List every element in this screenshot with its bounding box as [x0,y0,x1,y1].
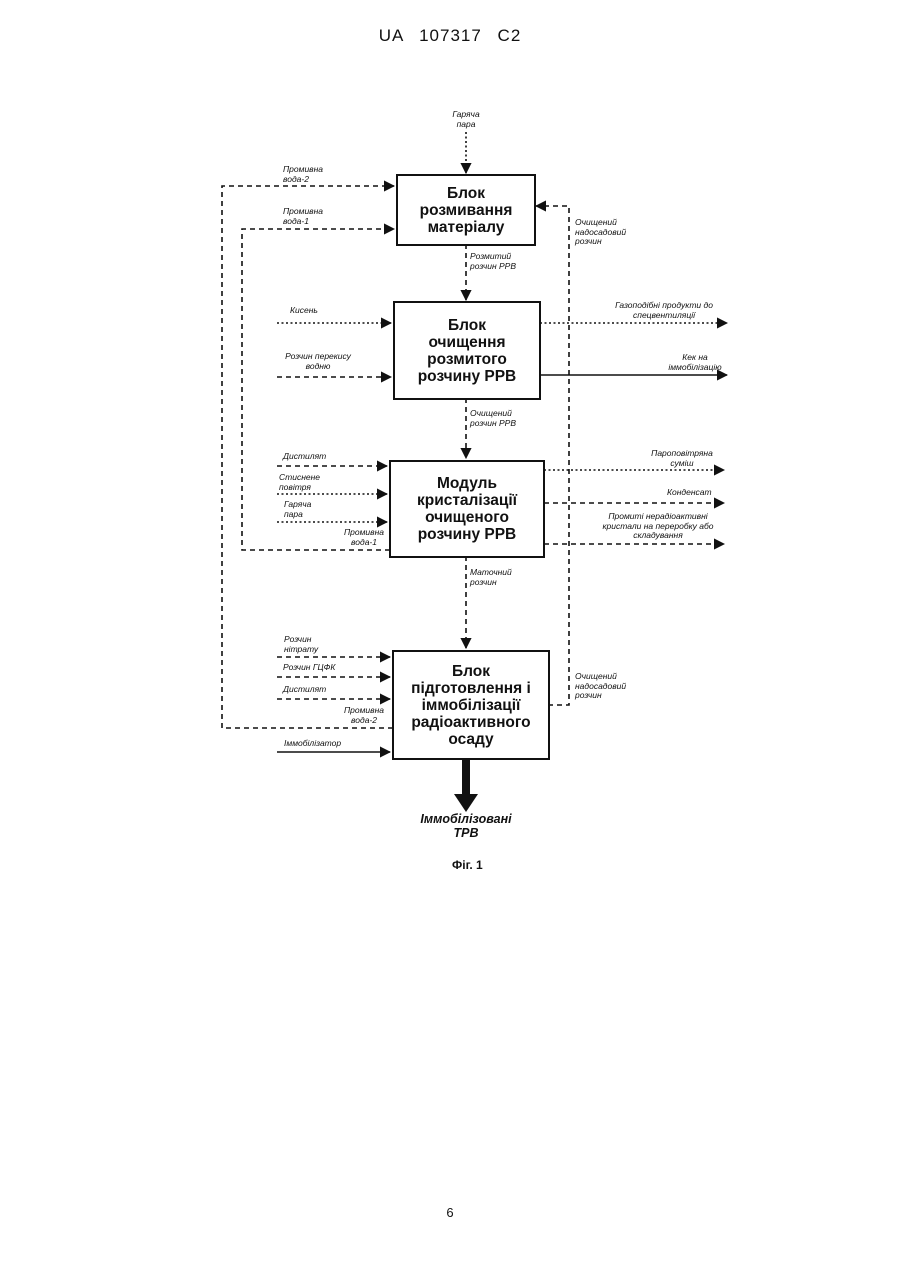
label-peroxide: Розчин перекису водню [276,352,360,371]
label-rinse-water-1-mid: Промивна вода-1 [336,528,392,547]
output-immobilized-waste: Іммобілізовані ТРВ [396,812,536,840]
output-arrow-shaft [462,758,470,798]
page-number: 6 [0,1205,900,1220]
label-oxygen: Кисень [290,306,318,316]
label-distillate-2: Дистилят [283,685,326,695]
label-gas-products: Газоподібні продукти до спецвентиляції [608,301,720,320]
label-nitrate: Розчин нітрату [284,635,318,654]
block-immobilization: Блок підготовлення і іммобілізації радіо… [392,650,550,760]
label-hot-steam-mid: Гаряча пара [284,500,311,519]
label-rinse-water-2-bottom: Промивна вода-2 [336,706,392,725]
rinse-water-1-loop [242,229,394,550]
figure-caption: Фіг. 1 [452,858,483,872]
label-hcfk: Розчин ГЦФК [283,663,335,673]
output-arrow-head [454,794,478,812]
label-washed-solution: Розмитий розчин РРВ [470,252,516,271]
label-supernatant-top: Очищений надосадовий розчин [575,218,626,247]
label-crystals: Промиті нерадіоактивні кристали на перер… [588,512,728,541]
label-rinse-water-1-top: Промивна вода-1 [283,207,323,226]
label-supernatant-bottom: Очищений надосадовий розчин [575,672,626,701]
module-crystallization: Модуль кристалізації очищеного розчину Р… [389,460,545,558]
label-cake: Кек на іммобілізацію [660,353,730,372]
block-material-washing: Блок розмивання матеріалу [396,174,536,246]
label-hot-steam-top: Гаряча пара [440,110,492,129]
label-mother-liquor: Маточний розчин [470,568,512,587]
label-compressed-air: Стиснене повітря [279,473,320,492]
label-cleaned-solution: Очищений розчин РРВ [470,409,516,428]
label-rinse-water-2-top: Промивна вода-2 [283,165,323,184]
label-condensate: Конденсат [667,488,712,498]
label-steam-air-mix: Пароповітряна суміш [640,449,724,468]
label-distillate-1: Дистилят [283,452,326,462]
supernatant-loop [536,206,569,705]
label-immobilizer: Іммобілізатор [284,739,341,749]
block-solution-cleaning: Блок очищення розмитого розчину РРВ [393,301,541,400]
